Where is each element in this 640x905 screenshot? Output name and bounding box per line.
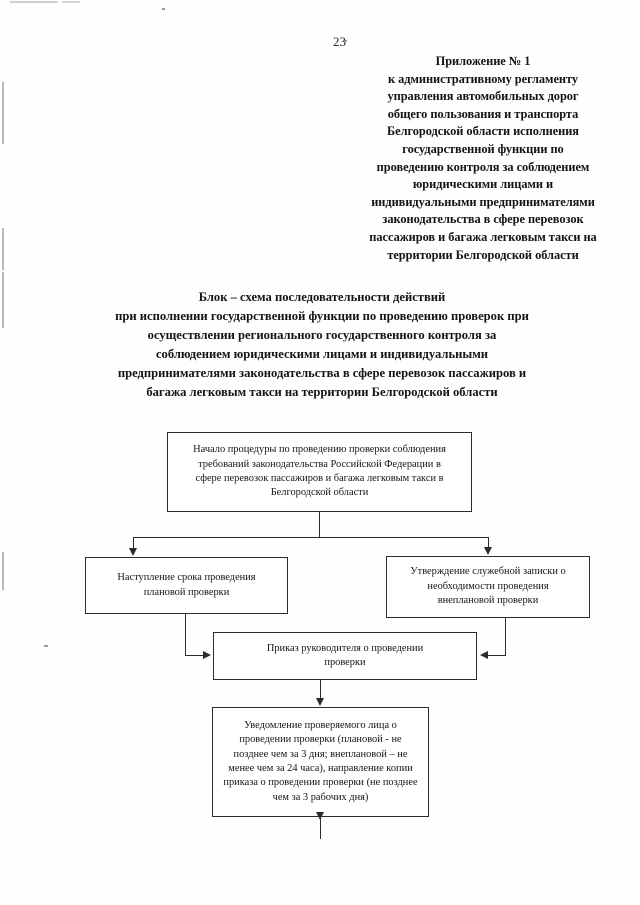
flow-arrowhead-planned-to-order [203, 651, 211, 659]
flow-node-line: Приказ руководителя о проведении [266, 642, 424, 654]
flow-arrowhead-order-to-notice [316, 698, 324, 706]
flow-node-line: приказа о проведении проверки (не поздне… [223, 777, 418, 789]
flow-node-head-order-on-inspection: Приказ руководителя о проведении проверк… [213, 632, 477, 680]
flow-node-planned-inspection-due-date: Наступление срока проведения плановой пр… [85, 557, 288, 614]
flow-edge-start-down [319, 512, 321, 538]
appendix-line: управления автомобильных дорог [387, 89, 579, 104]
scan-edge-artifact-left-top [2, 82, 4, 144]
appendix-line: юридическими лицами и [412, 177, 554, 192]
scan-speck-mid [345, 40, 347, 42]
flow-edge-unplanned-left [488, 655, 506, 657]
flow-node-line: Начало процедуры по проведению проверки … [193, 444, 446, 456]
scan-edge-artifact-top-strip [10, 1, 58, 3]
flow-edge-planned-right [185, 655, 203, 657]
appendix-line: проведению контроля за соблюдением [376, 159, 590, 174]
appendix-line: законодательства в сфере перевозок [382, 212, 584, 227]
flow-node-unplanned-inspection-memo-approval: Утверждение служебной записки о необходи… [386, 556, 590, 618]
title-line: багажа легковым такси на территории Белг… [146, 385, 498, 399]
flow-edge-to-planned [133, 537, 135, 550]
scan-edge-artifact-left-mid [2, 228, 4, 270]
appendix-line: территории Белгородской области [387, 247, 579, 262]
flow-node-line: необходимости проведения [427, 580, 549, 592]
scan-speck-left-margin [44, 645, 48, 647]
flow-node-line: внеплановой проверки [437, 595, 539, 607]
flow-node-line: позднее чем за 3 дня; внеплановой – не [233, 748, 408, 760]
scan-edge-artifact-top-strip-2 [62, 1, 80, 3]
title-line: при исполнении государственной функции п… [115, 309, 529, 323]
scan-edge-artifact-left-low [2, 272, 4, 328]
flow-node-line: Наступление срока проведения [117, 572, 256, 584]
flow-node-line: проведении проверки (плановой - не [239, 734, 402, 746]
appendix-line: Белгородской области исполнения [387, 124, 579, 139]
flow-node-line: Белгородской области [270, 487, 369, 499]
flow-node-notification-of-inspected-person: Уведомление проверяемого лица о проведен… [212, 707, 429, 817]
page-number: 23 [333, 34, 346, 49]
flow-node-start-of-procedure: Начало процедуры по проведению проверки … [167, 432, 472, 512]
appendix-line: государственной функции по [402, 141, 564, 156]
flow-node-line: чем за 3 рабочих дня) [272, 791, 369, 803]
flow-node-line: сфере перевозок пассажиров и багажа легк… [195, 473, 444, 484]
flow-edge-order-down [320, 680, 322, 699]
appendix-line: общего пользования и транспорта [387, 106, 579, 121]
flow-edge-unplanned-down [505, 618, 507, 656]
flow-arrowhead-notice-continues [316, 812, 324, 820]
scan-edge-artifact-left-bottom [2, 552, 4, 590]
appendix-line: к административному регламенту [387, 71, 579, 86]
flow-edge-split-bus [133, 537, 489, 539]
title-line: Блок – схема последовательности действий [198, 290, 446, 304]
appendix-header: Приложение № 1 к административному регла… [352, 53, 614, 264]
flow-node-line: плановой проверки [143, 586, 230, 598]
flow-arrowhead-unplanned-to-order [480, 651, 488, 659]
flow-arrowhead-to-planned [129, 548, 137, 556]
flow-node-line: Уведомление проверяемого лица о [244, 719, 397, 731]
appendix-line: пассажиров и багажа легковым такси на [369, 229, 597, 244]
page-title: Блок – схема последовательности действий… [52, 288, 592, 402]
title-line: предпринимателями законодательства в сфе… [117, 366, 527, 380]
flow-edge-notice-down [320, 817, 322, 839]
flow-node-line: менее чем за 24 часа), направление копии [228, 763, 413, 774]
title-line: соблюдением юридическими лицами и индиви… [155, 347, 489, 361]
flow-edge-to-unplanned [488, 537, 490, 549]
flow-node-line: проверки [324, 657, 366, 668]
appendix-line: Приложение № 1 [435, 54, 531, 68]
title-line: осуществлении регионального государствен… [147, 328, 497, 342]
appendix-line: индивидуальными предпринимателями [371, 194, 595, 209]
flow-node-line: требований законодательства Российской Ф… [198, 458, 441, 470]
flow-arrowhead-to-unplanned [484, 547, 492, 555]
flow-edge-planned-down [185, 614, 187, 656]
scan-speck-top [162, 8, 165, 10]
flow-node-line: Утверждение служебной записки о [410, 566, 566, 578]
